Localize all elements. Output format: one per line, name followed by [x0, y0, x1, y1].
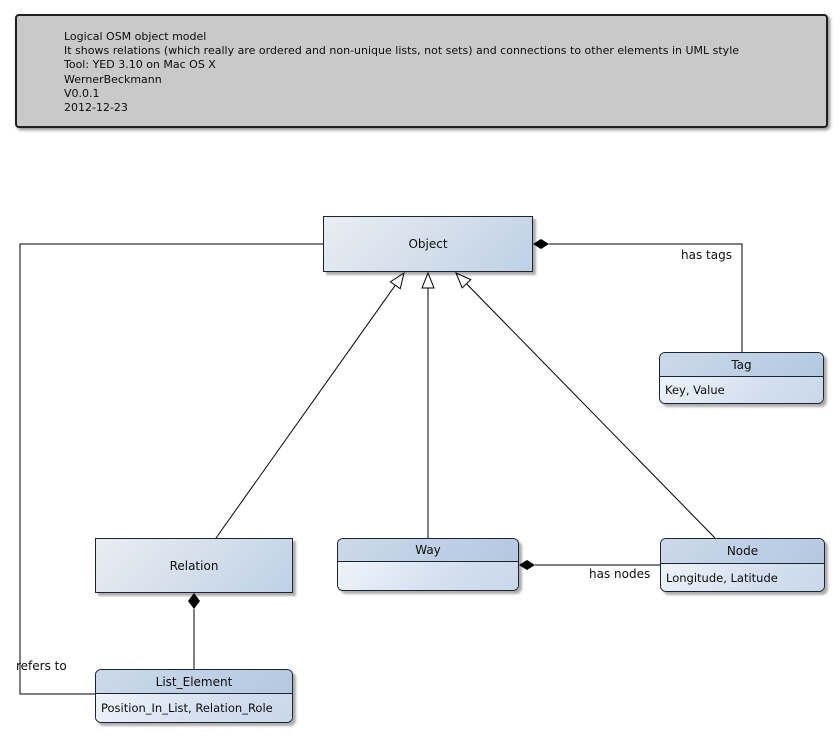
- edge-label-has-nodes: has nodes: [589, 567, 651, 581]
- note-version: V0.0.1: [64, 86, 100, 100]
- class-way: Way: [337, 538, 519, 591]
- class-tag-name: Tag: [660, 353, 823, 377]
- class-list-element-name: List_Element: [96, 670, 292, 694]
- class-way-attributes: [338, 562, 518, 590]
- composition-diamond-relation-list: [188, 593, 200, 609]
- class-way-name: Way: [338, 539, 518, 562]
- class-node: Node Longitude, Latitude: [660, 538, 825, 592]
- class-relation-name: Relation: [169, 558, 219, 573]
- class-list-element: List_Element Position_In_List, Relation_…: [95, 669, 293, 723]
- class-object: Object: [323, 216, 533, 272]
- edge-inheritance-relation-object: [215, 271, 405, 539]
- note-author: WernerBeckmann: [64, 72, 162, 86]
- note-date: 2012-12-23: [64, 101, 128, 115]
- edge-label-refers-to: refers to: [16, 659, 67, 673]
- class-node-attributes: Longitude, Latitude: [661, 564, 824, 591]
- class-tag: Tag Key, Value: [659, 352, 824, 404]
- composition-diamond-object-tag: [533, 239, 549, 249]
- class-object-name: Object: [408, 237, 448, 251]
- note-description: It shows relations (which really are ord…: [64, 44, 740, 58]
- class-relation: Relation: [95, 538, 293, 593]
- edge-has-tags: [549, 243, 743, 352]
- edge-inheritance-node-object: [455, 272, 716, 539]
- note-box: Logical OSM object model It shows relati…: [15, 14, 828, 128]
- class-list-element-attributes: Position_In_List, Relation_Role: [96, 694, 292, 722]
- edge-refers-to: [19, 243, 323, 695]
- composition-diamond-way-node: [519, 560, 535, 570]
- edge-label-has-tags: has tags: [681, 248, 732, 262]
- class-node-name: Node: [661, 539, 824, 564]
- class-tag-attributes: Key, Value: [660, 377, 823, 403]
- note-title: Logical OSM object model: [64, 30, 207, 43]
- note-tool: Tool: YED 3.10 on Mac OS X: [64, 58, 216, 72]
